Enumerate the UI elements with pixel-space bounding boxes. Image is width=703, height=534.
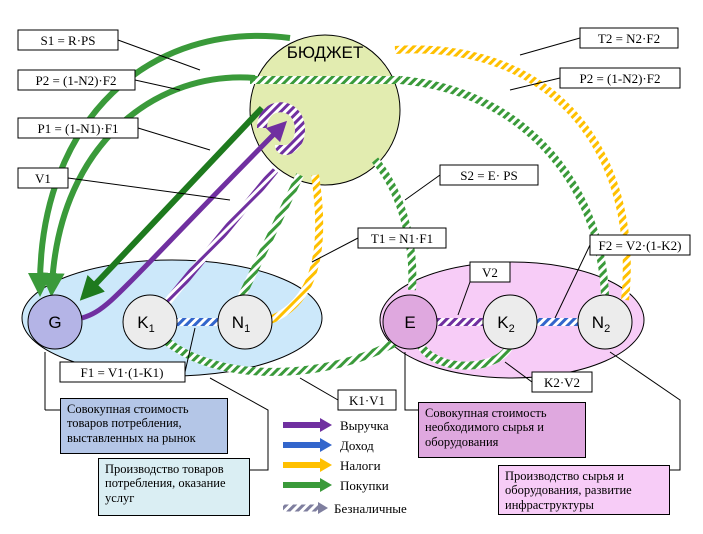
leader-raw-production — [609, 351, 681, 471]
formula-p1: P1 = (1-N1)·F1 — [17, 117, 211, 151]
formula-v1: V1 — [17, 167, 231, 201]
revenue-arrow-g-budget — [81, 120, 288, 321]
cashless-k1-budget — [161, 167, 279, 308]
formula-k2v2: K2·V2 — [504, 361, 593, 393]
legend-cashless: Безналичные — [283, 501, 407, 516]
consumer-value-box: Совокупная стоимость товаров потребления… — [60, 398, 228, 454]
node-e: E — [382, 294, 438, 350]
formula-s1: S1 = R·PS — [17, 29, 201, 71]
svg-text:P1 = (1-N1)·F1: P1 = (1-N1)·F1 — [38, 121, 119, 136]
node-n2: N2 — [577, 294, 633, 350]
raw-value-box: Совокупная стоимость необходимого сырья … — [418, 402, 586, 458]
formula-k1v1: K1·V1 — [299, 377, 397, 411]
formula-t2: T2 = N2·F2 — [519, 27, 679, 56]
cashless-k2-e — [416, 342, 514, 370]
svg-text:Покупки: Покупки — [340, 478, 389, 493]
cashless-budget-e — [371, 157, 417, 291]
node-n1: N1 — [217, 294, 273, 350]
formula-f2: F2 = V2·(1-K2) — [554, 234, 691, 319]
node-k2: K2 — [482, 294, 538, 350]
node-g: G — [27, 294, 83, 350]
svg-text:T2 = N2·F2: T2 = N2·F2 — [598, 31, 660, 46]
formula-p2-right: P2 = (1-N2)·F2 — [509, 67, 681, 91]
svg-text:S1 = R·PS: S1 = R·PS — [40, 33, 95, 48]
svg-text:N2: N2 — [592, 313, 610, 335]
svg-text:K1·V1: K1·V1 — [349, 393, 385, 408]
svg-text:T1 = N1·F1: T1 = N1·F1 — [371, 231, 433, 246]
svg-text:P2 = (1-N2)·F2: P2 = (1-N2)·F2 — [580, 71, 661, 86]
revenue-curl — [257, 102, 306, 155]
formula-s2: S2 = E· PS — [404, 164, 539, 201]
cashless-n1-budget — [236, 173, 304, 302]
svg-text:K2·V2: K2·V2 — [544, 375, 580, 390]
legend-taxes: Налоги — [283, 458, 381, 473]
svg-text:V2: V2 — [482, 265, 498, 280]
svg-text:P2 = (1-N2)·F2: P2 = (1-N2)·F2 — [36, 73, 117, 88]
formula-f1: F1 = V1·(1-K1) — [59, 327, 196, 383]
svg-text:G: G — [48, 313, 61, 332]
svg-text:Выручка: Выручка — [340, 418, 389, 433]
leader-consumer-production — [209, 377, 269, 471]
budget-internal-band — [250, 76, 400, 84]
svg-text:K2: K2 — [497, 313, 514, 335]
node-k1: K1 — [122, 294, 178, 350]
consumer-production-box: Производство товаров потребления, оказан… — [98, 458, 250, 516]
raw-production-box: Производство сырья и оборудования, разви… — [498, 465, 670, 515]
legend-revenue: Выручка — [283, 418, 389, 433]
formula-p2-left: P2 = (1-N2)·F2 — [17, 69, 181, 91]
budget-label: БЮДЖЕТ — [287, 43, 364, 62]
leader-raw-value — [404, 352, 418, 411]
svg-text:S2 = E· PS: S2 = E· PS — [460, 168, 518, 183]
purchase-arrow-p1 — [79, 105, 265, 301]
formula-v2: V2 — [457, 261, 511, 316]
legend-purchases: Покупки — [283, 478, 389, 493]
purchase-arrow-s1 — [28, 32, 291, 297]
svg-text:Налоги: Налоги — [340, 458, 381, 473]
svg-text:F1 = V1·(1-K1): F1 = V1·(1-K1) — [81, 365, 164, 380]
svg-text:V1: V1 — [35, 171, 51, 186]
svg-text:Безналичные: Безналичные — [334, 501, 407, 516]
tax-n1-budget — [268, 174, 324, 324]
svg-text:N1: N1 — [232, 313, 250, 335]
svg-text:Доход: Доход — [340, 438, 374, 453]
formula-t1: T1 = N1·F1 — [311, 227, 447, 263]
legend: Выручка Доход Налоги Покупки Безналичные — [283, 418, 407, 516]
svg-text:E: E — [404, 313, 415, 332]
legend-income: Доход — [283, 438, 374, 453]
svg-text:K1: K1 — [137, 313, 154, 335]
svg-text:F2 = V2·(1-K2): F2 = V2·(1-K2) — [599, 238, 682, 253]
